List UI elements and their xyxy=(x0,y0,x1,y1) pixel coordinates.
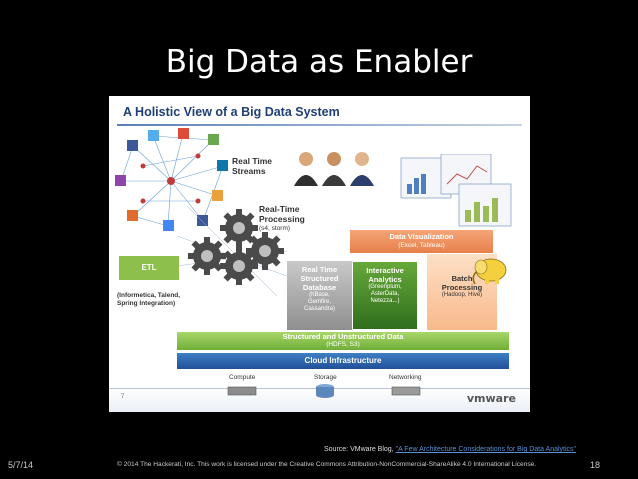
rt-processing-label-2: Processing xyxy=(259,214,305,224)
data-visualization-box: Data Visualization (Excel, Tableau) xyxy=(350,230,493,253)
diagram-title: A Holistic View of a Big Data System xyxy=(123,105,340,119)
data-visualization-sub: (Excel, Tableau) xyxy=(398,242,445,249)
slide-title: Big Data as Enabler xyxy=(165,44,473,80)
batch-sub: (Hadoop, Hive) xyxy=(441,292,483,298)
etl-tools-line-1: (Informetica, Talend, xyxy=(117,292,181,299)
compute-label: Compute xyxy=(229,374,256,381)
big-data-diagram: A Holistic View of a Big Data System Rea… xyxy=(109,96,530,412)
structured-band-sub: (HDFS, S3) xyxy=(326,341,360,348)
dashboard-screenshots-icon xyxy=(400,154,512,227)
diagram-page-number: 7 xyxy=(121,394,125,400)
interactive-sub-3: Netezza...) xyxy=(370,298,400,304)
rt-processing-label-1: Real-Time xyxy=(259,204,300,214)
structured-band-label: Structured and Unstructured Data xyxy=(282,332,404,341)
networking-label: Networking xyxy=(389,374,422,381)
slide-page-number: 18 xyxy=(590,460,601,470)
compute-server-icon xyxy=(227,386,257,396)
storage-disk-icon xyxy=(316,384,334,398)
rt-db-line-1: Real Time xyxy=(301,265,338,274)
rt-db-sub-1: (hBase, xyxy=(309,292,330,298)
real-time-streams-label-1: Real Time xyxy=(232,156,273,166)
source-prefix: Source: VMware Blog, xyxy=(324,446,396,453)
source-link[interactable]: "A Few Architecture Considerations for B… xyxy=(395,446,577,453)
rt-processing-sub: (s4, storm) xyxy=(259,225,291,232)
real-time-streams-label-2: Streams xyxy=(232,166,266,176)
network-switch-icon xyxy=(391,386,421,396)
source-citation: Source: VMware Blog, "A Few Architecture… xyxy=(324,446,576,453)
interactive-analytics-box: Interactive Analytics (Greenplum, AsterD… xyxy=(352,261,418,330)
rt-db-sub-3: Cassandra) xyxy=(303,306,335,312)
rt-db-line-3: Database xyxy=(302,283,337,292)
slide-date: 5/7/14 xyxy=(8,460,34,470)
interactive-sub-1: (Greenplum, xyxy=(368,284,402,290)
users-icon xyxy=(294,152,374,186)
rt-structured-db-box: Real Time Structured Database (hBase, Ge… xyxy=(287,261,352,330)
data-visualization-label: Data Visualization xyxy=(389,232,454,241)
gears-icon xyxy=(177,206,287,296)
storage-label: Storage xyxy=(314,374,337,381)
etl-box: ETL xyxy=(119,256,179,280)
structured-data-band: Structured and Unstructured Data (HDFS, … xyxy=(177,332,509,350)
batch-line-1: Batch xyxy=(451,274,473,283)
interactive-line-1: Interactive xyxy=(366,266,404,275)
social-network-graph xyxy=(115,128,228,231)
title-divider xyxy=(117,124,522,126)
etl-tools-line-2: Spring Integration) xyxy=(117,300,176,307)
batch-line-2: Processing xyxy=(441,283,483,292)
interactive-sub-2: AsterData, xyxy=(370,291,400,297)
license-text: © 2014 The Hackerati, Inc. This work is … xyxy=(117,461,537,468)
vmware-logo: vmware xyxy=(466,392,516,405)
rt-db-sub-2: Gemfire, xyxy=(307,299,331,305)
hadoop-elephant-icon xyxy=(472,258,507,285)
cloud-infrastructure-band: Cloud Infrastructure xyxy=(177,353,509,369)
interactive-line-2: Analytics xyxy=(368,275,402,284)
rt-db-line-2: Structured xyxy=(300,274,339,283)
